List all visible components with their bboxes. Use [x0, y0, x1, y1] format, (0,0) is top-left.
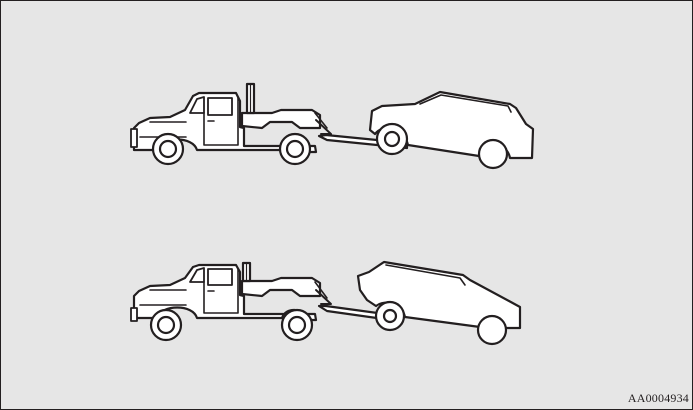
tow-scene-bottom — [0, 168, 693, 368]
towed-car-rear-wheel — [479, 140, 507, 168]
towed-car-front-wheel — [377, 124, 407, 154]
tow-truck-rear-wheel — [282, 310, 312, 340]
tow-truck — [131, 84, 407, 164]
tow-truck-boom — [242, 278, 320, 296]
figure-code-label: AA0004934 — [628, 391, 689, 406]
tow-truck-rear-wheel — [280, 134, 310, 164]
tow-truck-front-wheel — [153, 134, 183, 164]
towed-car — [358, 262, 520, 344]
towed-car-rear-wheel — [478, 316, 506, 344]
tow-truck-front-wheel — [151, 310, 181, 340]
tow-truck-window — [208, 269, 232, 285]
towed-car-front-wheel — [376, 302, 404, 330]
tow-truck-window — [208, 98, 232, 115]
towed-car — [370, 92, 533, 168]
